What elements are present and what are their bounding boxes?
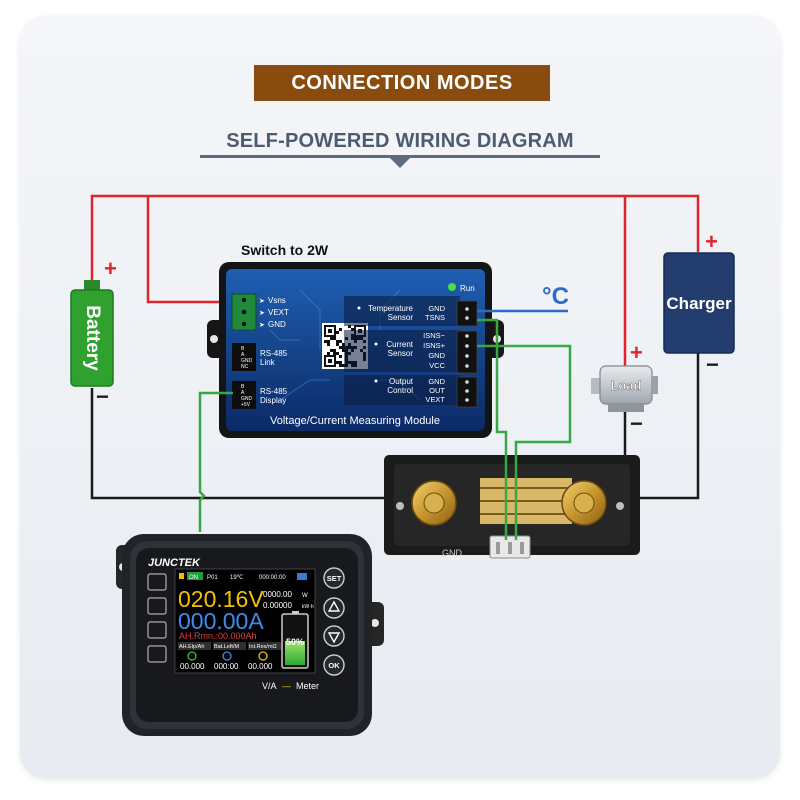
rs485-display-label2: Display (260, 396, 286, 405)
power-readout: 0000.00 (263, 590, 292, 599)
svg-text:00.000: 00.000 (248, 662, 273, 671)
load-plus-label: + (630, 340, 643, 365)
pin-vext: VEXT (268, 308, 289, 317)
status-on: ON (189, 575, 198, 581)
svg-text:A: A (241, 390, 245, 396)
svg-text:AH.Elp/Ah: AH.Elp/Ah (179, 644, 204, 650)
meter-down-icon (327, 632, 341, 644)
battery: Battery + − (70, 256, 117, 409)
diagram-subtitle: SELF-POWERED WIRING DIAGRAM (226, 130, 574, 152)
pin-gnd: GND (268, 320, 286, 329)
load-label: Load (610, 378, 641, 393)
output-control-line1: Output (389, 377, 414, 386)
temp-sensor-line2: Sensor (388, 313, 414, 322)
vsns-wire (146, 196, 233, 304)
banner-title: CONNECTION MODES (254, 65, 550, 101)
rs485-link-label2: Link (260, 358, 276, 367)
run-label: Run (460, 284, 475, 293)
meter-footer-dash: — (282, 681, 291, 691)
status-profile: P01 (207, 575, 218, 581)
svg-text:+5V: +5V (241, 402, 251, 408)
power-unit: W (302, 593, 308, 599)
ah-remaining: AH.Rmn.:00.000Ah (179, 631, 257, 641)
svg-text:B: B (241, 384, 245, 390)
svg-text:GND: GND (241, 358, 253, 364)
battery-plus-label: + (104, 256, 117, 281)
svg-text:00.000: 00.000 (180, 662, 205, 671)
current-shunt: GND (384, 455, 640, 559)
svg-text:000:00: 000:00 (214, 662, 239, 671)
svg-text:TSNS: TSNS (425, 313, 445, 322)
meter-ok-button: OK (328, 661, 340, 670)
svg-text:ISNS−: ISNS− (423, 331, 446, 340)
svg-text:ISNS+: ISNS+ (423, 341, 446, 350)
status-time: 000:00:00 (259, 575, 286, 581)
svg-text:NC: NC (241, 364, 249, 370)
battery-minus-label: − (96, 384, 109, 409)
meter-footer-meter: Meter (296, 681, 319, 691)
run-led-icon (448, 283, 456, 291)
battery-percent: 50% (286, 637, 304, 647)
shunt-gnd-label: GND (442, 548, 463, 558)
meter-brand: JUNCTEK (148, 557, 201, 569)
battery-positive-wire (90, 194, 700, 292)
load-minus-label: − (630, 411, 643, 436)
svg-text:Int.Res/mΩ: Int.Res/mΩ (249, 644, 277, 650)
battery-gauge-icon: 50% (281, 611, 309, 669)
rs485-link-label1: RS-485 (260, 349, 288, 358)
display-link-wire (198, 391, 233, 532)
subtitle-underline (200, 155, 600, 158)
switch-note: Switch to 2W (241, 242, 329, 258)
svg-text:GND: GND (241, 396, 253, 402)
rs485-display-label1: RS-485 (260, 387, 288, 396)
clock-icon (222, 651, 232, 661)
charger-minus-label: − (706, 352, 719, 377)
resistance-icon (258, 651, 268, 661)
energy-readout: 0.00000 (263, 601, 292, 610)
load-motor: Load + − (591, 340, 658, 436)
charger-plus-label: + (705, 229, 718, 254)
charger: Charger + − (663, 229, 735, 377)
meter-up-icon (327, 600, 341, 612)
module-title: Voltage/Current Measuring Module (270, 415, 440, 427)
svg-text:A: A (241, 352, 245, 358)
svg-text:➤: ➤ (259, 322, 265, 329)
charger-label: Charger (666, 294, 732, 313)
current-sensor-line2: Sensor (388, 349, 414, 358)
svg-text:GND: GND (428, 377, 445, 386)
svg-text:OUT: OUT (429, 386, 445, 395)
svg-text:GND: GND (428, 351, 445, 360)
meter-status-bar: ON P01 19℃ 000:00:00 (179, 572, 307, 581)
positive-wires (90, 194, 700, 370)
meter-footer-va: V/A (262, 681, 277, 691)
svg-text:➤: ➤ (259, 310, 265, 317)
meter-set-button: SET (327, 574, 342, 583)
display-meter: JUNCTEK ON P01 19℃ 000:00:00 020.16V 000… (116, 534, 384, 736)
svg-text:VCC: VCC (429, 361, 445, 370)
measuring-module: Switch to 2W Run Vsns VEXT GND ➤ ➤ ➤ B A… (207, 242, 504, 438)
subtitle-arrow-icon (389, 157, 411, 168)
voltage-readout: 020.16V (178, 586, 264, 612)
svg-text:B: B (241, 346, 245, 352)
current-sensor-line1: Current (386, 340, 413, 349)
current-readout: 000.00A (178, 608, 264, 634)
temperature-symbol: °C (542, 283, 569, 310)
svg-text:VEXT: VEXT (425, 395, 445, 404)
output-control-line2: Control (387, 386, 413, 395)
shunt-sense-wires (477, 318, 572, 540)
battery-label: Battery (82, 305, 103, 371)
svg-text:GND: GND (428, 304, 445, 313)
meter-right-buttons: SET OK (323, 567, 345, 676)
status-temp: 19℃ (230, 575, 244, 581)
energy-unit: kW·h (302, 604, 314, 610)
temp-sensor-line1: Temperature (368, 304, 413, 313)
svg-text:Bat.Left/M: Bat.Left/M (214, 644, 239, 650)
ah-icon (187, 651, 197, 661)
battery-negative-wire (90, 388, 426, 500)
meter-left-icons (147, 573, 167, 663)
pin-vsns: Vsns (268, 296, 286, 305)
svg-text:➤: ➤ (259, 298, 265, 305)
